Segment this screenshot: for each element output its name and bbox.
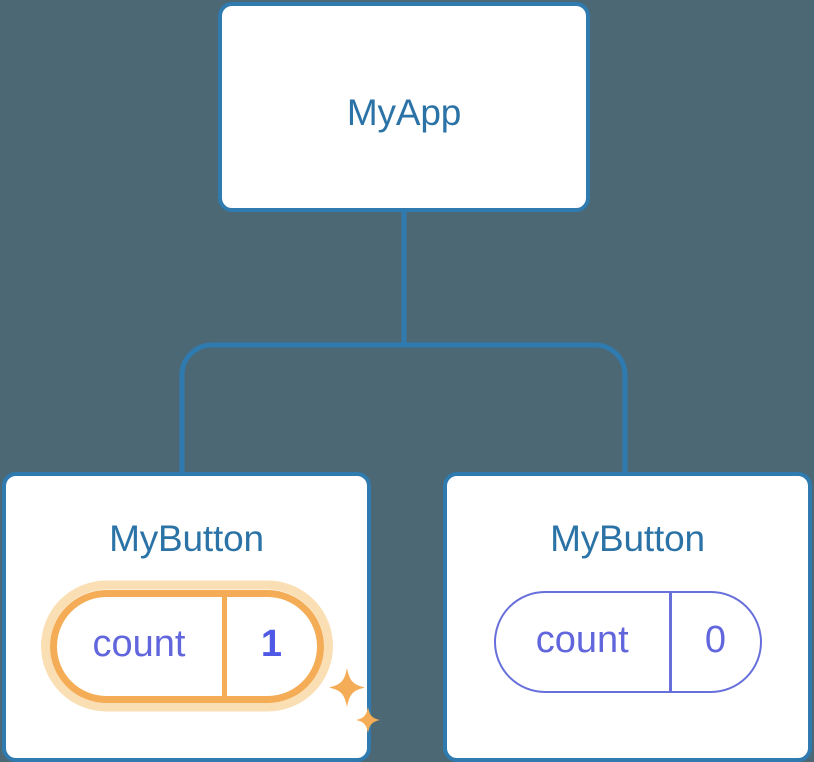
state-value-label: 0: [704, 619, 727, 661]
state-value-label: 1: [260, 623, 283, 665]
state-key-label: count: [535, 619, 629, 661]
state-pill-wrap-right: count 0: [447, 582, 808, 702]
node-title-child-right: MyButton: [550, 518, 705, 559]
connector-lines: [179, 211, 628, 474]
state-pill-divider: [669, 593, 672, 691]
state-pill-halo: [40, 580, 333, 712]
node-card-root[interactable]: MyApp: [218, 2, 590, 212]
state-key-label: count: [92, 623, 186, 665]
node-title-root: MyApp: [346, 92, 462, 133]
state-pill-divider: [221, 596, 227, 696]
sparkle-large-icon: [329, 668, 365, 707]
connector-bus-right: [404, 342, 628, 474]
node-card-child-right[interactable]: MyButton count 0: [443, 472, 812, 762]
state-pill-idle[interactable]: count 0: [493, 591, 762, 693]
state-pill-wrap-left: count 1: [6, 576, 380, 733]
node-card-child-left[interactable]: MyButton count 1: [2, 472, 380, 762]
node-title-child-left: MyButton: [109, 518, 264, 559]
connector-bus-left: [179, 342, 404, 474]
state-pill-highlighted[interactable]: count 1: [49, 589, 324, 703]
